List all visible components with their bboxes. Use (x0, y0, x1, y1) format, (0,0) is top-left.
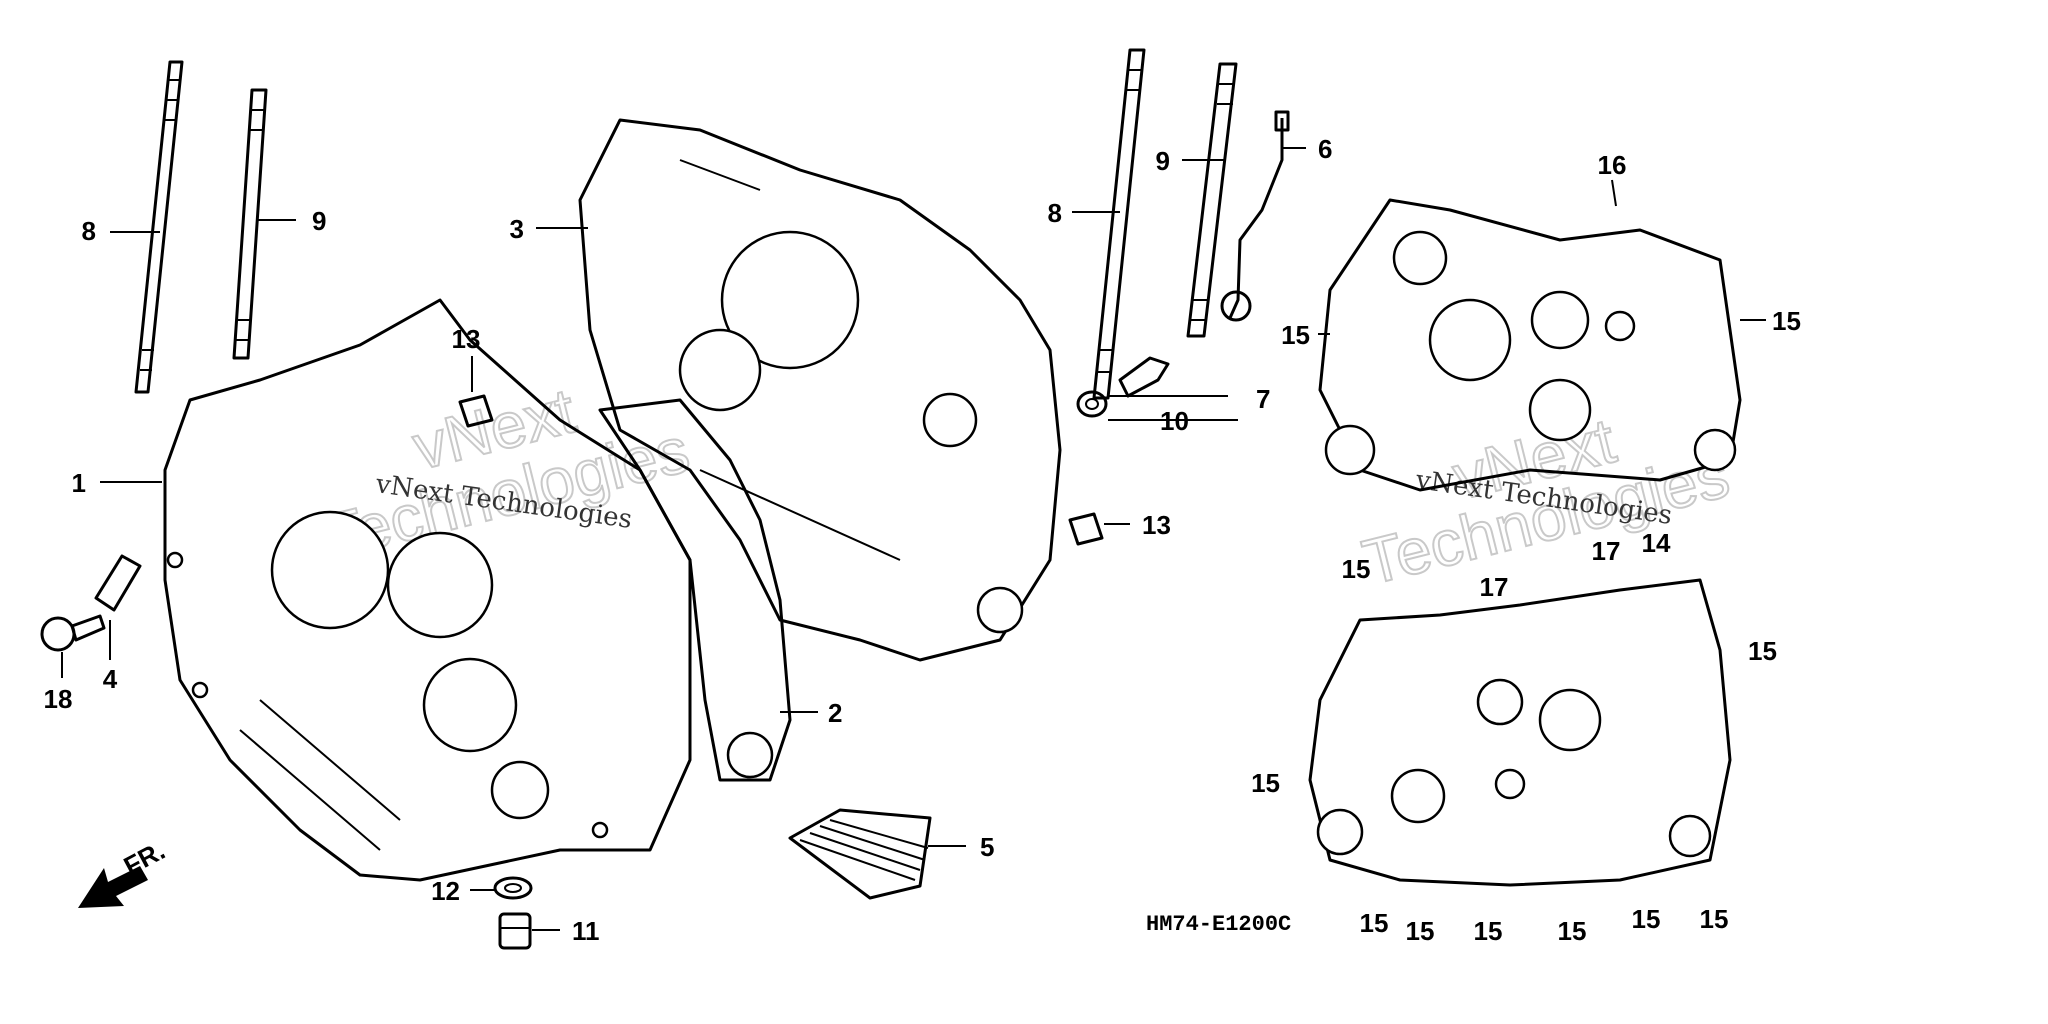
callout-3: 3 (510, 214, 524, 244)
clamp-clip (94, 554, 142, 612)
callout-1: 1 (72, 468, 86, 498)
sensor-washer (1076, 390, 1108, 418)
sensor-wire (1220, 110, 1290, 322)
callout-15-b: 15 (1772, 306, 1801, 336)
right-crankcase (578, 118, 1062, 662)
callout-17-a: 17 (1480, 572, 1509, 602)
drain-plug (498, 912, 532, 950)
leader-lines (61, 147, 1766, 931)
oil-sensor (1118, 356, 1170, 398)
watermark: Technologies Technologies vNext vNext vN… (315, 373, 1737, 599)
stud-bolt-9-left (232, 88, 268, 360)
callout-8-left: 8 (82, 216, 96, 246)
callout-15-g: 15 (1406, 916, 1435, 946)
callout-14: 14 (1642, 528, 1671, 558)
callout-6: 6 (1318, 134, 1332, 164)
front-direction-arrow: FR. (78, 835, 170, 908)
dowel-pin-left (458, 394, 494, 428)
callout-labels: 8 9 3 1 4 18 13 2 5 12 11 8 9 6 7 10 13 … (44, 134, 1801, 946)
callout-15-d: 15 (1748, 636, 1777, 666)
oil-strainer (788, 808, 932, 900)
right-cover-gasket-lower (1308, 578, 1732, 887)
diagram-code: HM74-E1200C (1146, 912, 1291, 937)
callout-5: 5 (980, 832, 994, 862)
callout-15-i: 15 (1558, 916, 1587, 946)
callout-15-k: 15 (1700, 904, 1729, 934)
callout-18: 18 (44, 684, 73, 714)
callout-16: 16 (1598, 150, 1627, 180)
callout-15-c: 15 (1342, 554, 1371, 584)
callout-15-a: 15 (1281, 320, 1310, 350)
dowel-pin-right (1068, 512, 1104, 546)
callout-13-left: 13 (452, 324, 481, 354)
left-crankcase (163, 298, 692, 882)
callout-4: 4 (103, 664, 118, 694)
callout-15-e: 15 (1251, 768, 1280, 798)
callout-13-right: 13 (1142, 510, 1171, 540)
callout-10: 10 (1160, 406, 1189, 436)
flange-bolt (40, 614, 106, 652)
stud-bolt-9-right (1186, 62, 1238, 338)
callout-11: 11 (572, 916, 600, 946)
crankcase-gasket (598, 398, 792, 782)
callout-15-f: 15 (1360, 908, 1389, 938)
callout-8-right: 8 (1048, 198, 1062, 228)
callout-15-h: 15 (1474, 916, 1503, 946)
callout-9-right: 9 (1156, 146, 1170, 176)
callout-12: 12 (431, 876, 460, 906)
callout-7: 7 (1256, 384, 1270, 414)
sealing-washer (493, 876, 533, 900)
callout-17-b: 17 (1592, 536, 1621, 566)
callout-2: 2 (828, 698, 842, 728)
callout-9-left: 9 (312, 206, 326, 236)
callout-15-j: 15 (1632, 904, 1661, 934)
stud-bolt-8-left (134, 60, 184, 394)
stud-bolt-8-right (1092, 48, 1146, 400)
right-cover-gasket-upper (1318, 198, 1742, 492)
